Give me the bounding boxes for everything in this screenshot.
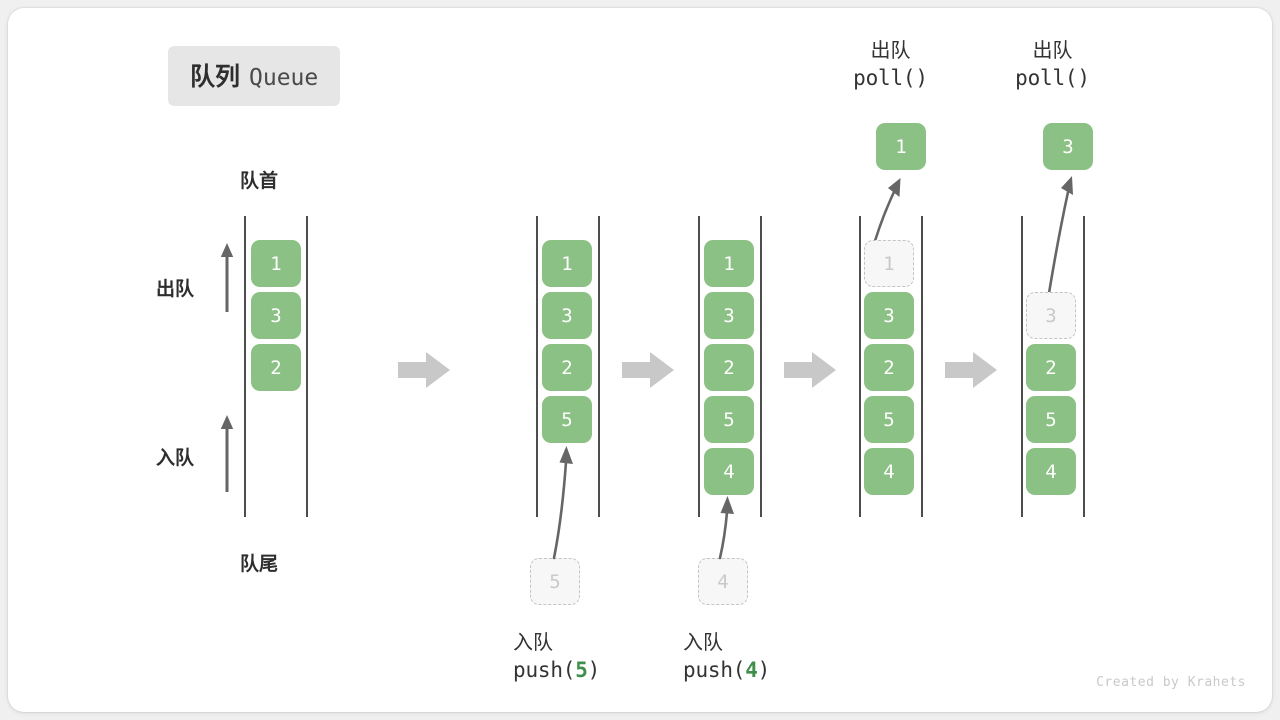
polled-box: 3 [1043, 123, 1093, 170]
poll-1-header-code: poll() [853, 66, 928, 91]
queue-box: 5 [864, 396, 914, 443]
attribution-footer: Created by Krahets [1096, 675, 1246, 690]
push-5-caption-cn: 入队 [513, 630, 553, 654]
flow-arrow-right-icon [784, 352, 836, 388]
enqueue-direction-label: 入队 [156, 447, 195, 469]
queue-box: 5 [1026, 396, 1076, 443]
poll-1-header-cn: 出队 [870, 38, 911, 62]
push-5-caption: 入队 push(5) [443, 628, 738, 686]
push-4-caption: 入队 push(4) [613, 628, 908, 686]
queue-box: 2 [864, 344, 914, 391]
rail-right-col3 [760, 216, 762, 517]
poll-3-header-cn: 出队 [1032, 38, 1073, 62]
queue-front-label: 队首 [240, 170, 279, 192]
queue-box: 2 [542, 344, 592, 391]
queue-box: 1 [542, 240, 592, 287]
diagram-card: 队列 Queue 队首 队尾 1 3 2 出队 入队 1 3 2 5 5 入队 … [8, 8, 1272, 712]
queue-box: 4 [704, 448, 754, 495]
queue-box: 4 [864, 448, 914, 495]
queue-box: 2 [704, 344, 754, 391]
rail-left-col1 [244, 216, 246, 517]
queue-box: 5 [704, 396, 754, 443]
poll-3-header-code: poll() [1015, 66, 1090, 91]
rail-left-col5 [1021, 216, 1023, 517]
polled-box: 1 [876, 123, 926, 170]
rail-right-col1 [306, 216, 308, 517]
queue-box: 3 [542, 292, 592, 339]
push-4-caption-cn: 入队 [683, 630, 723, 654]
queue-box: 2 [1026, 344, 1076, 391]
rail-left-col4 [859, 216, 861, 517]
title-english: Queue [249, 65, 319, 91]
rail-left-col3 [698, 216, 700, 517]
rail-right-col4 [921, 216, 923, 517]
enqueue-up-arrow-icon [220, 415, 234, 492]
push-4-caption-code: push(4) [683, 658, 771, 683]
rail-right-col2 [598, 216, 600, 517]
push-motion-arrow-icon [718, 496, 734, 560]
queue-box: 3 [704, 292, 754, 339]
flow-arrow-right-icon [398, 352, 450, 388]
queue-box: 1 [251, 240, 301, 287]
flow-arrow-right-icon [945, 352, 997, 388]
queue-rear-label: 队尾 [240, 553, 279, 575]
poll-1-header: 出队 poll() [803, 36, 978, 94]
queue-box: 3 [251, 292, 301, 339]
rail-right-col5 [1083, 216, 1085, 517]
rail-left-col2 [536, 216, 538, 517]
queue-box: 1 [704, 240, 754, 287]
dequeue-up-arrow-icon [220, 243, 234, 312]
queue-box: 3 [864, 292, 914, 339]
queue-box: 5 [542, 396, 592, 443]
pending-push-box: 5 [530, 558, 580, 605]
pending-push-box: 4 [698, 558, 748, 605]
flow-arrow-right-icon [622, 352, 674, 388]
poll-3-header: 出队 poll() [965, 36, 1140, 94]
title-badge: 队列 Queue [168, 46, 341, 106]
polled-ghost-box: 1 [864, 240, 914, 287]
dequeue-direction-label: 出队 [156, 278, 195, 300]
queue-box: 2 [251, 344, 301, 391]
title-chinese: 队列 [190, 62, 241, 91]
queue-box: 4 [1026, 448, 1076, 495]
polled-ghost-box: 3 [1026, 292, 1076, 339]
push-5-caption-code: push(5) [513, 658, 601, 683]
push-motion-arrow-icon [552, 446, 573, 560]
